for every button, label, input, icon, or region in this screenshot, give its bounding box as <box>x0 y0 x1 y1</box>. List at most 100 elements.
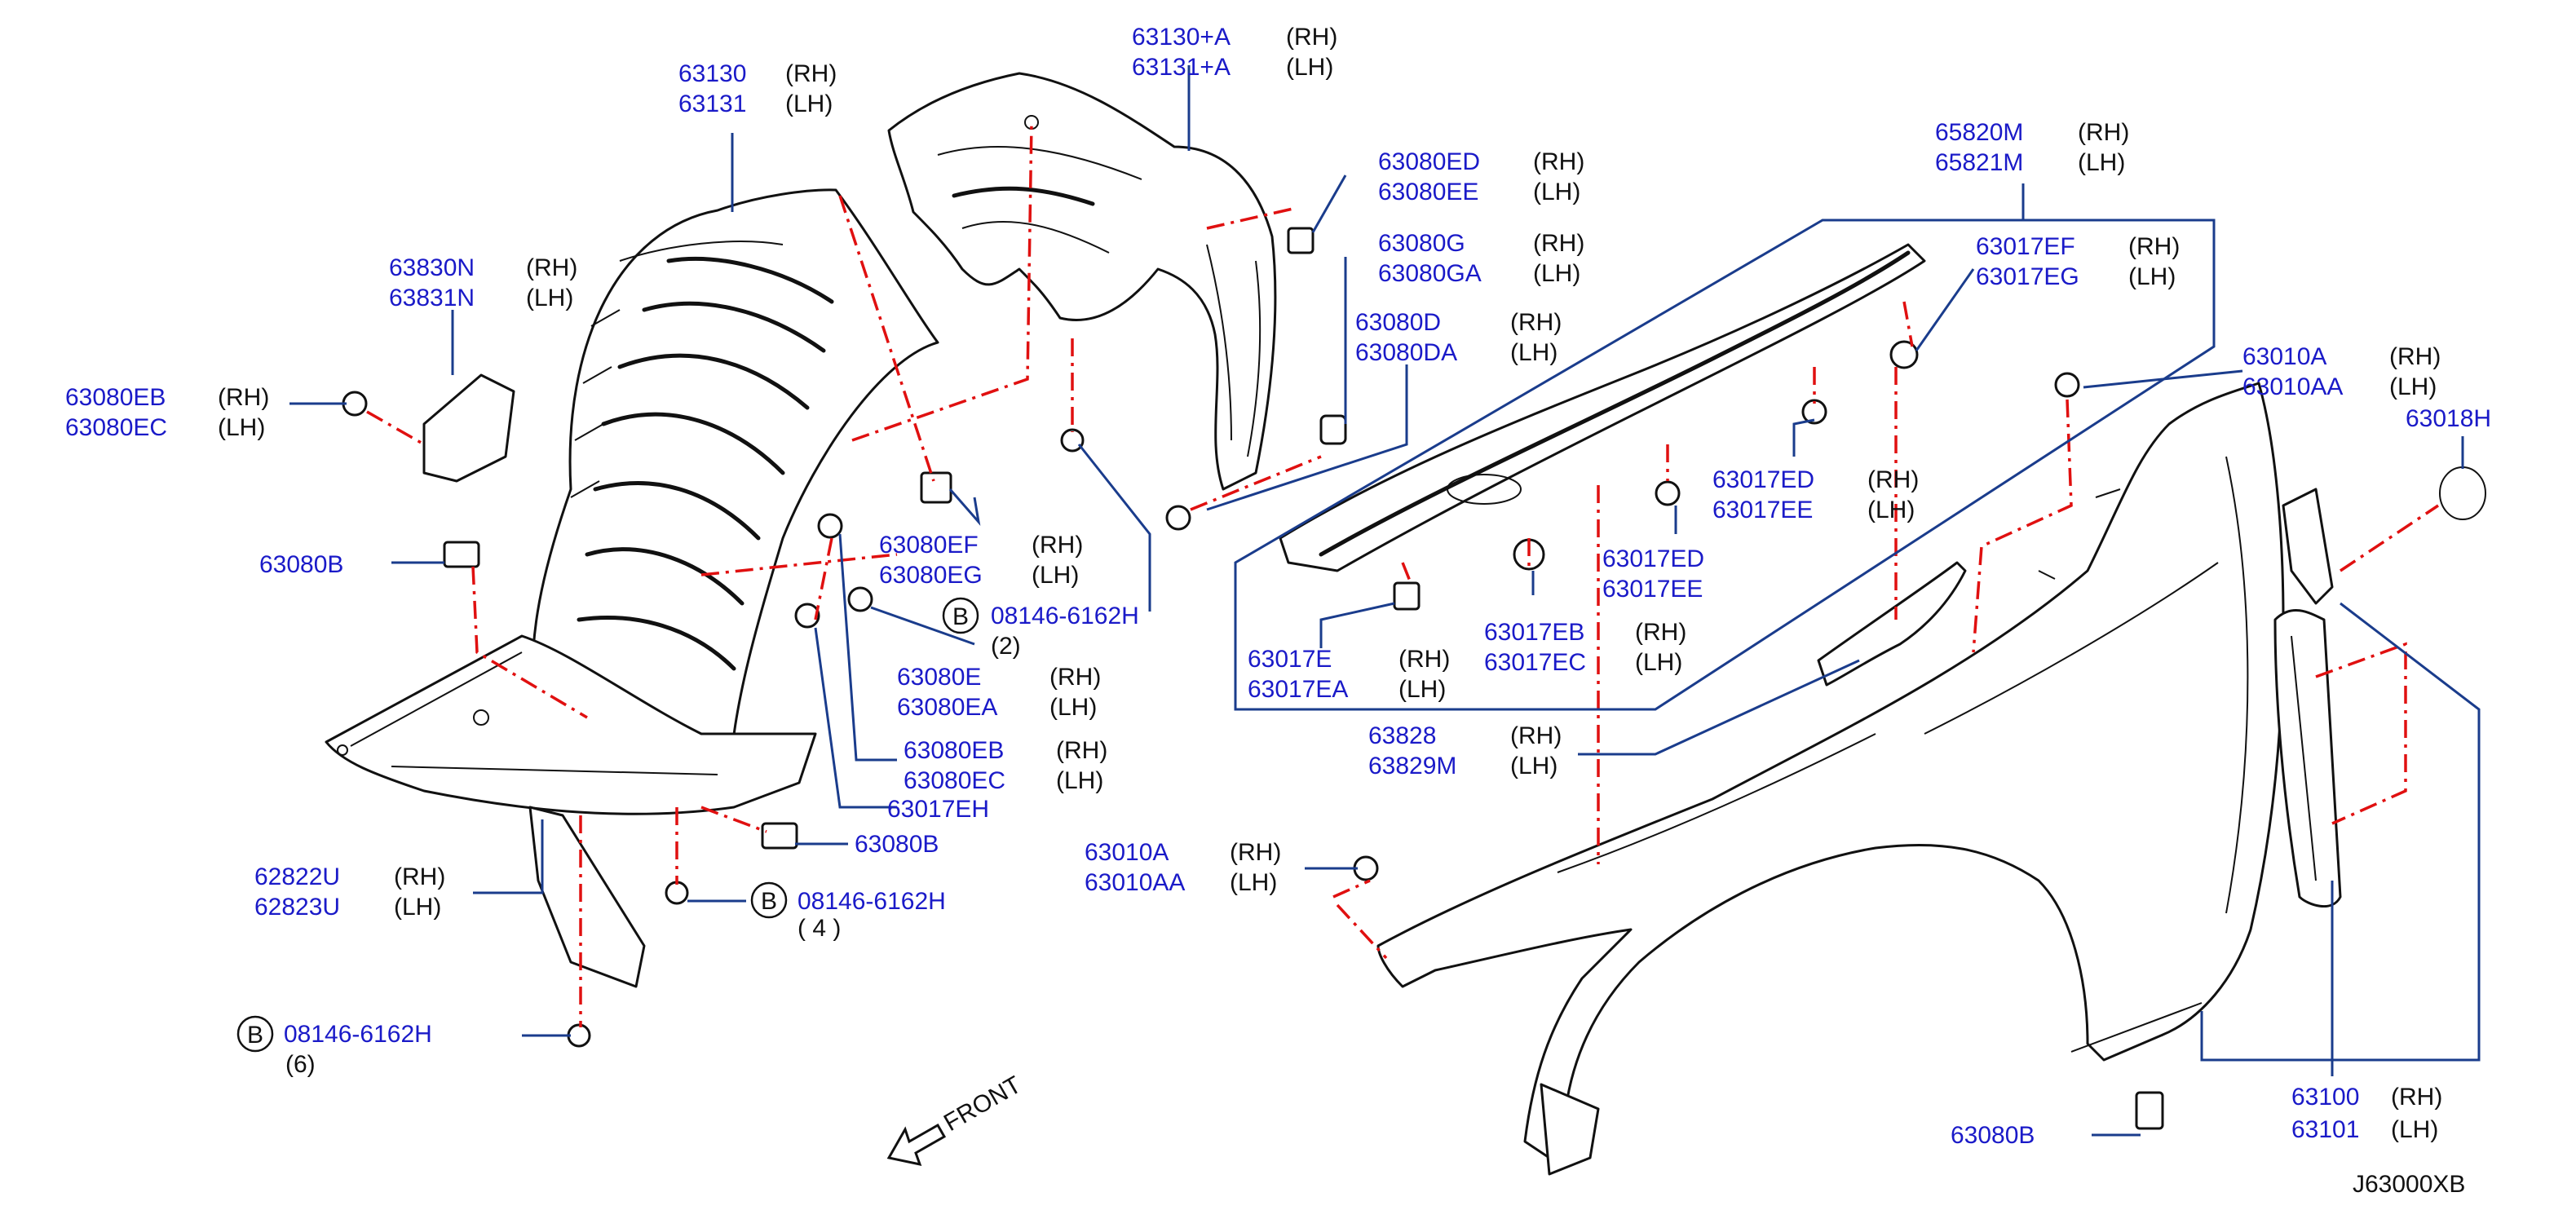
part-number: 63080EF <box>879 532 979 559</box>
part-number: 63017E <box>1248 646 1332 673</box>
callout-63080EF: 63080EF 63080EG (RH) (LH) <box>879 532 1083 589</box>
side-label: (LH) <box>1635 649 1682 676</box>
callout-63017EH: 63017EH <box>887 796 989 823</box>
callout-08146-upper: B 08146-6162H (2) <box>942 597 1139 660</box>
clip-63080B-lower <box>2135 1091 2164 1130</box>
part-number: 63828 <box>1368 722 1436 749</box>
callout-63017EF: 63017EF 63017EG (RH) (LH) <box>1976 233 2180 290</box>
side-label: (RH) <box>1049 664 1101 691</box>
callout-63017EB: 63017EB 63017EC (RH) (LH) <box>1484 619 1686 676</box>
side-label: (LH) <box>1510 339 1558 366</box>
callout-65820M: 65820M 65821M (RH) (LH) <box>1935 119 2129 176</box>
clip-63080EF <box>920 471 952 504</box>
callout-63080B-mid: 63080B <box>855 831 939 858</box>
assembly-centerlines <box>366 121 2439 1027</box>
side-label: (RH) <box>2128 233 2180 260</box>
part-number: 63017EF <box>1976 233 2075 260</box>
side-label: (LH) <box>1398 676 1446 703</box>
side-label: (RH) <box>394 863 445 890</box>
callout-08146-low: B 08146-6162H (6) <box>236 1015 432 1078</box>
callout-63828: 63828 63829M (RH) (LH) <box>1368 722 1562 779</box>
side-label: (LH) <box>2389 373 2437 400</box>
fender-bracket-drawing <box>2273 466 2486 908</box>
part-number: 63130 <box>678 60 746 87</box>
front-arrow: FRONT <box>886 1071 1026 1167</box>
side-label: (LH) <box>1533 179 1580 205</box>
part-number: 63831N <box>389 285 475 311</box>
callout-63080EB-left: 63080EB 63080EC (RH) (LH) <box>65 384 269 441</box>
side-label: (RH) <box>1286 24 1337 51</box>
part-number: 63010A <box>1085 839 1169 866</box>
bolt-symbol: B <box>247 1022 263 1049</box>
side-label: (LH) <box>2078 149 2125 176</box>
part-number: 63130+A <box>1132 24 1231 51</box>
grommet-63017EH <box>794 603 820 629</box>
part-number: 63080D <box>1355 309 1441 336</box>
small-parts-drawing <box>342 227 2164 1130</box>
part-number: 63080EE <box>1378 179 1478 205</box>
callout-63130A: 63130+A 63131+A (RH) (LH) <box>1132 24 1337 81</box>
clip-63017ED-a <box>1655 480 1681 506</box>
part-number: 65820M <box>1935 119 2023 146</box>
callout-63080G: 63080G 63080GA (RH) (LH) <box>1378 230 1584 287</box>
side-label: (RH) <box>1533 148 1584 175</box>
clip-63080G <box>1319 414 1347 445</box>
side-label: (LH) <box>394 894 441 921</box>
bolt-08146-mid <box>665 881 689 905</box>
side-label: (LH) <box>1510 753 1558 779</box>
callout-63017ED-b: 63017ED 63017EE <box>1602 545 1704 603</box>
part-number: 08146-6162H <box>284 1021 432 1048</box>
side-label: (LH) <box>1286 54 1333 81</box>
part-number: 63017EE <box>1712 497 1813 523</box>
clip-63080D <box>1165 505 1191 531</box>
part-number: 62822U <box>254 863 340 890</box>
side-label: (RH) <box>1635 619 1686 646</box>
part-number: 63017EH <box>887 796 989 823</box>
clip-63080B-mid <box>761 822 798 850</box>
part-number: 63080EC <box>904 767 1005 794</box>
quantity-label: (6) <box>285 1051 316 1078</box>
callout-63017ED-a: 63017ED 63017EE (RH) (LH) <box>1712 466 1919 523</box>
part-number: 63017ED <box>1712 466 1814 493</box>
side-label: (RH) <box>2391 1084 2442 1111</box>
part-number: 63080B <box>259 551 343 578</box>
side-label: (LH) <box>2391 1116 2438 1143</box>
part-number: 63010A <box>2242 343 2326 370</box>
side-label: (RH) <box>1056 737 1107 764</box>
side-label: (RH) <box>785 60 837 87</box>
side-label: (LH) <box>1533 260 1580 287</box>
part-number: 63080EB <box>65 384 166 411</box>
part-number: 63100 <box>2291 1084 2359 1111</box>
part-number: 63018H <box>2406 405 2491 432</box>
callout-63080EB-mid: 63080EB 63080EC (RH) (LH) <box>904 737 1107 794</box>
callout-63130: 63130 63131 (RH) (LH) <box>678 60 837 117</box>
part-number: 63017ED <box>1602 545 1704 572</box>
part-number: 63101 <box>2291 1116 2359 1143</box>
callout-63080B-upper: 63080B <box>259 551 343 578</box>
callout-63100: 63100 63101 (RH) (LH) <box>2291 1084 2442 1143</box>
side-label: (LH) <box>1032 562 1079 589</box>
diagram-code: J63000XB <box>2353 1171 2465 1198</box>
side-label: (RH) <box>2389 343 2441 370</box>
part-number: 63080EG <box>879 562 983 589</box>
side-label: (RH) <box>1032 532 1083 559</box>
side-label: (RH) <box>1510 722 1562 749</box>
callout-63010A-upper: 63010A 63010AA (RH) (LH) <box>2242 343 2441 400</box>
part-number: 63080E <box>897 664 981 691</box>
quantity-label: (2) <box>991 633 1021 660</box>
callout-63080D: 63080D 63080DA (RH) (LH) <box>1355 309 1562 366</box>
part-number: 65821M <box>1935 149 2023 176</box>
clip-63080ED <box>1287 227 1315 254</box>
side-label: (RH) <box>1867 466 1919 493</box>
bolt-63010A-upper <box>2054 372 2080 398</box>
part-number: 63080EB <box>904 737 1004 764</box>
clip-63017EF <box>1889 340 1919 369</box>
bolt-08146-upper <box>1060 428 1085 453</box>
part-number: 63131+A <box>1132 54 1231 81</box>
side-label: (RH) <box>1230 839 1281 866</box>
part-number: 63080EC <box>65 414 167 441</box>
bracket-63830N <box>422 373 515 483</box>
rear-fender-liner-drawing <box>887 72 1277 491</box>
part-number: 63830N <box>389 254 475 281</box>
